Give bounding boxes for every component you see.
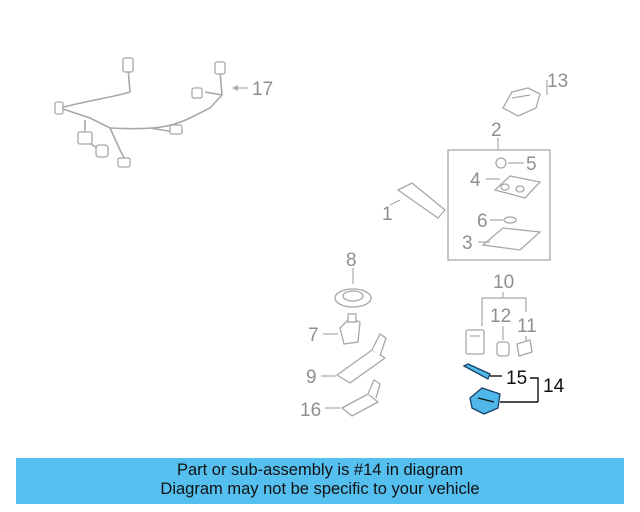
callout-12: 12: [490, 306, 511, 327]
callout-14: 14: [543, 376, 565, 397]
lens-part-11[interactable]: [516, 339, 533, 357]
callout-13: 13: [547, 71, 568, 92]
callout-2: 2: [491, 120, 502, 141]
banner-line-2: Diagram may not be specific to your vehi…: [160, 480, 480, 498]
callout-8: 8: [346, 250, 357, 271]
lamp-part-16[interactable]: [325, 379, 381, 417]
bulb-part-6[interactable]: [490, 216, 517, 224]
clip-part-5[interactable]: [495, 157, 524, 169]
lamp-part-10[interactable]: [465, 329, 485, 355]
callout-10: 10: [493, 272, 514, 293]
callout-15: 15: [506, 368, 527, 389]
lamp-part-13[interactable]: [502, 87, 541, 117]
housing-part-3[interactable]: [478, 227, 542, 251]
info-banner: Part or sub-assembly is #14 in diagram D…: [16, 458, 624, 504]
bulb-part-15[interactable]: [462, 363, 502, 380]
wiring-harness-part-17[interactable]: [54, 57, 226, 168]
callout-16: 16: [300, 400, 321, 421]
lamp-assembly-part-14[interactable]: [469, 387, 538, 415]
callout-1: 1: [382, 204, 393, 225]
socket-part-7[interactable]: [323, 313, 361, 345]
callout-3: 3: [462, 233, 473, 254]
callout-4: 4: [470, 170, 481, 191]
grommet-part-8[interactable]: [334, 288, 372, 308]
lamp-housing-part-9[interactable]: [321, 333, 387, 384]
banner-line-1: Part or sub-assembly is #14 in diagram: [176, 461, 464, 479]
callout-5: 5: [526, 154, 537, 175]
parts-diagram: 17 13 2 5 4 6 3 1 8: [54, 57, 568, 421]
callout-17: 17: [252, 79, 273, 100]
callout-7: 7: [308, 325, 319, 346]
bulb-part-12[interactable]: [496, 341, 510, 357]
cover-part-1[interactable]: [389, 182, 446, 219]
callout-11: 11: [517, 316, 537, 337]
lens-part-4[interactable]: [486, 175, 542, 199]
callout-6: 6: [477, 211, 488, 232]
callout-9: 9: [306, 367, 317, 388]
